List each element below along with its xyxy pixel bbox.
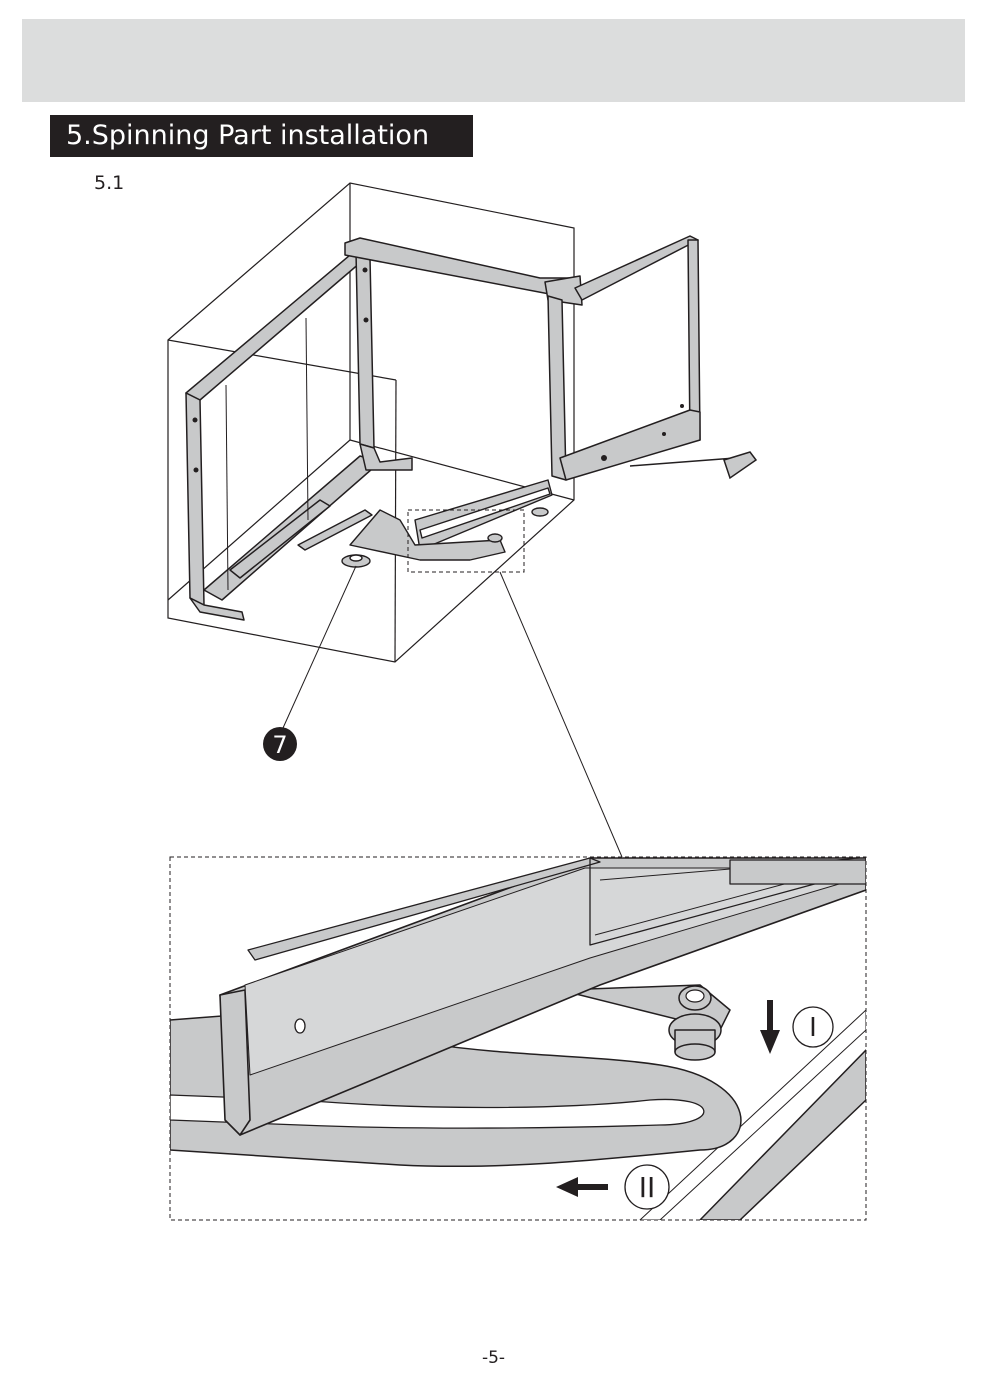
step-two-circle [624,1164,670,1210]
arrow-left-icon [556,1177,608,1197]
part-leader [282,565,357,729]
detail-inset [170,857,866,1220]
right-frame [547,235,701,481]
spinning-base [297,507,549,568]
right-frame-pins [601,404,684,461]
step-one-circle [792,1006,834,1048]
page-number: -5- [481,1348,506,1368]
left-frame-pins [192,267,369,473]
top-rail [344,237,583,306]
left-frame [185,249,413,621]
numbered-circle-icon [263,727,297,761]
zoom-leader [499,571,623,858]
arrow-down-icon [760,1000,780,1054]
step-label: 5.1 [94,172,125,194]
detail-frame [169,856,867,1221]
part-number: 7 [272,731,287,759]
step-two-label: II [639,1171,656,1204]
slide-rail [414,479,553,551]
handle-wire [629,451,758,480]
section-title: 5.Spinning Part installation [50,115,473,157]
step-one-label: I [809,1013,817,1043]
header-band [22,19,965,102]
zoom-box [407,509,525,573]
